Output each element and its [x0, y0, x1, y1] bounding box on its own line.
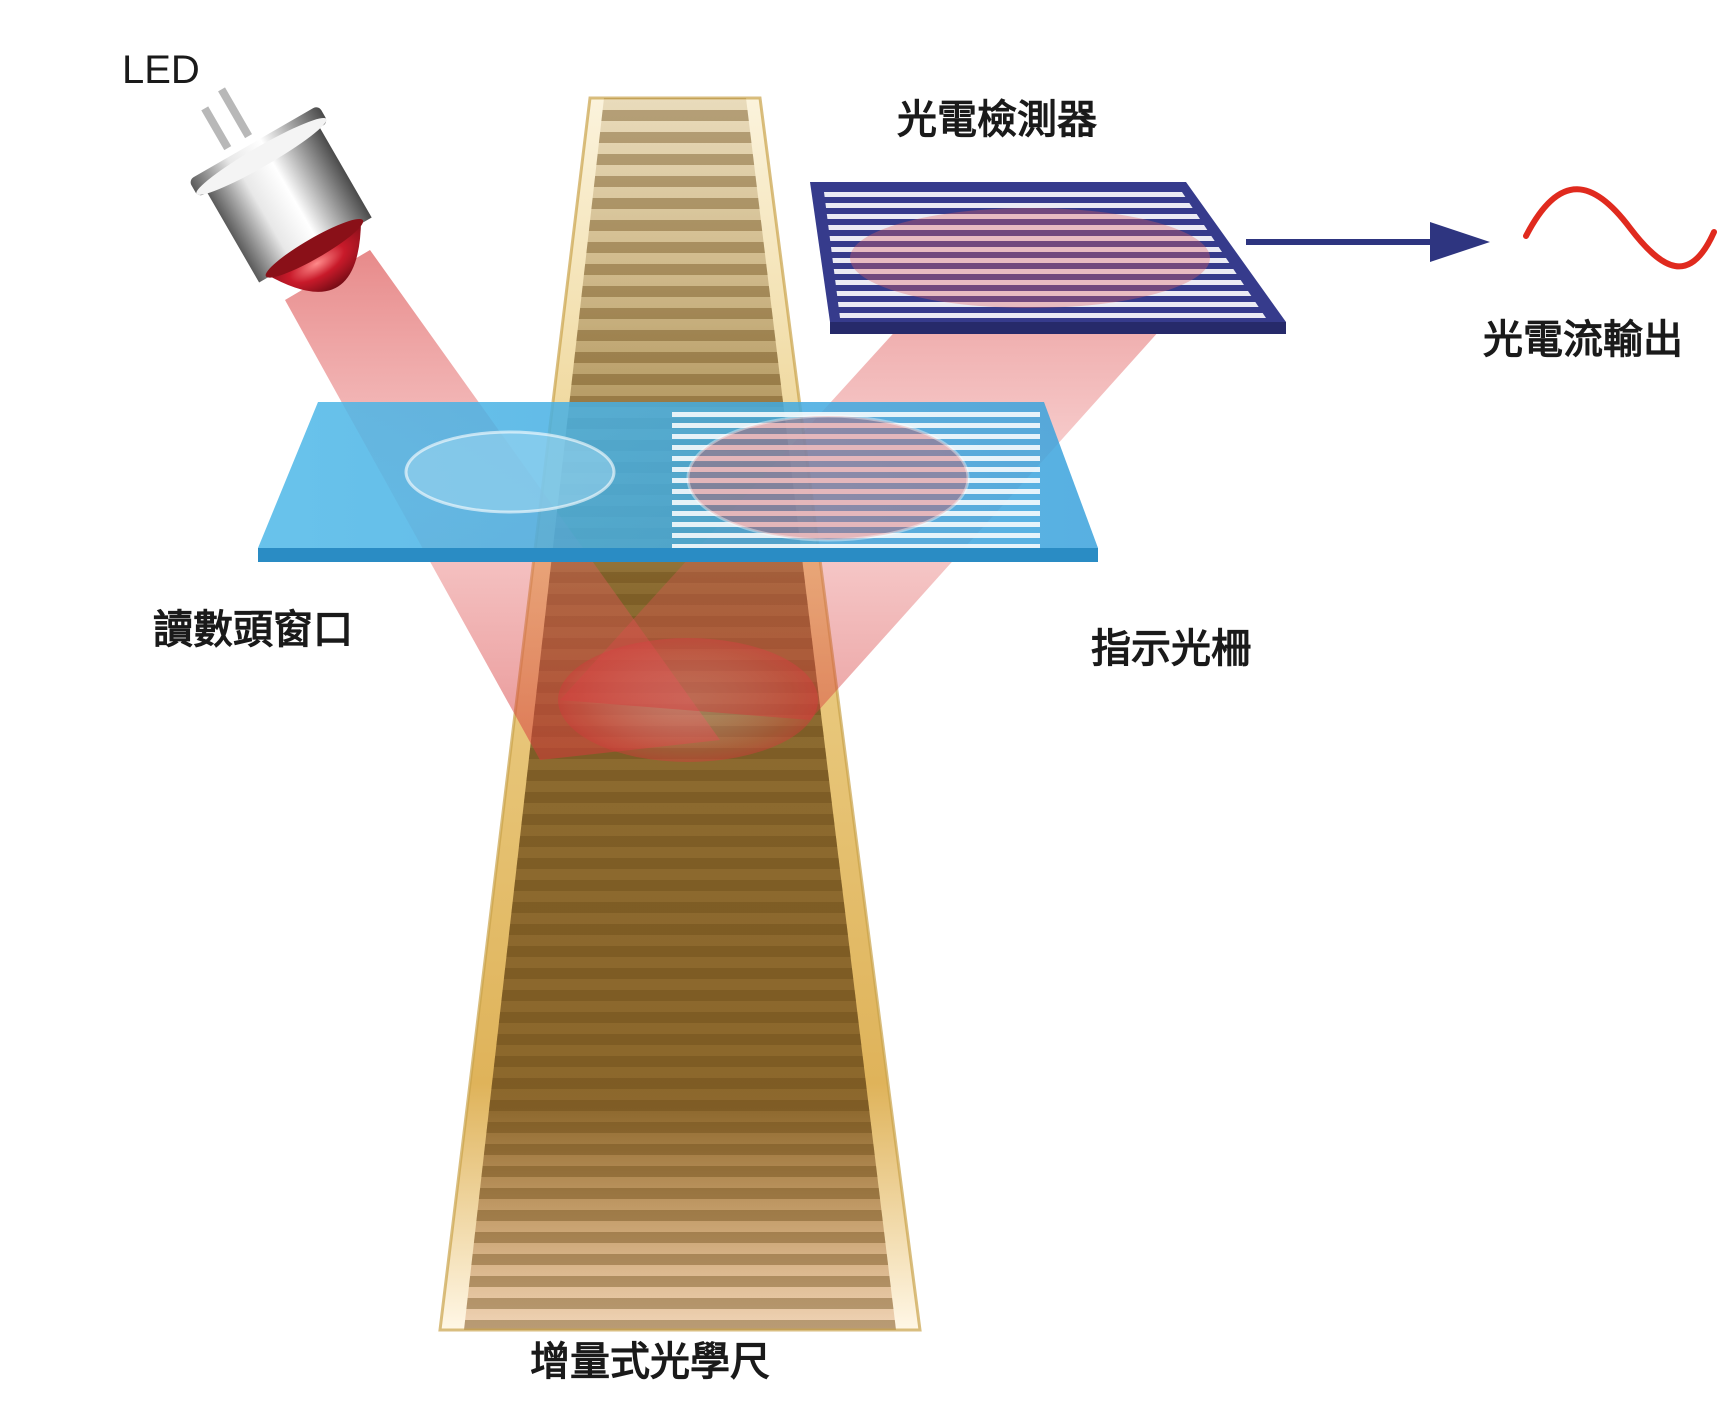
detector-line [824, 258, 1266, 263]
photocurrent-output-label: 光電流輸出 [1483, 317, 1683, 363]
led-emitter-icon [190, 87, 372, 292]
grating-line [672, 544, 1040, 548]
photodetector-label: 光電檢測器 [897, 97, 1097, 143]
index-grating [672, 412, 1040, 548]
grating-beam-spot [686, 414, 970, 542]
grating-line [672, 500, 1040, 505]
grating-line [672, 511, 1040, 516]
grating-line [672, 412, 1040, 417]
sine-wave-icon [1523, 186, 1717, 270]
grating-line [672, 423, 1040, 428]
detector-line [824, 247, 1266, 252]
detector-line [824, 269, 1266, 274]
grating-line [672, 456, 1040, 461]
led-label: LED [122, 48, 200, 92]
arrow-right-icon [1246, 222, 1490, 262]
detector-line [824, 214, 1266, 219]
readhead-window-label: 讀數頭窗口 [153, 607, 353, 653]
grating-line [672, 445, 1040, 450]
grating-line [672, 467, 1040, 472]
grating-line [672, 478, 1040, 483]
photodetector [810, 182, 1286, 334]
detector-line [824, 302, 1266, 307]
detector-line [824, 291, 1266, 296]
grating-line [672, 522, 1040, 527]
detector-line [824, 203, 1266, 208]
detector-line [824, 225, 1266, 230]
detector-line [824, 280, 1266, 285]
detector-line [824, 236, 1266, 241]
detector-line [824, 192, 1266, 197]
index-grating-label: 指示光柵 [1091, 626, 1251, 672]
incremental-scale-label: 增量式光學尺 [530, 1339, 770, 1385]
detector-line [824, 313, 1266, 318]
grating-line [672, 489, 1040, 494]
grating-line [672, 434, 1040, 439]
grating-line [672, 533, 1040, 538]
